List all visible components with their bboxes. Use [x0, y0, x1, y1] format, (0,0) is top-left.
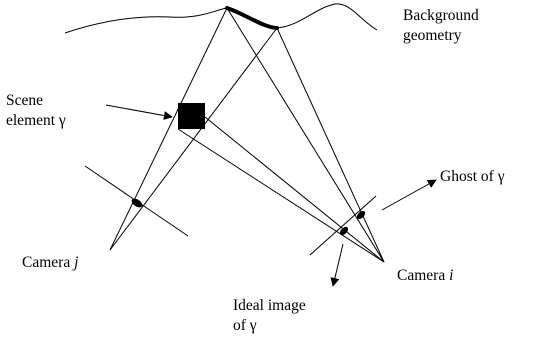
- scene-label-arrow: [105, 104, 173, 120]
- camera-i-ray-left: [226, 7, 385, 263]
- ideal-image-arrow: [330, 243, 344, 287]
- ideal-image-label: Ideal image of γ: [233, 297, 306, 334]
- visible-surface-patch: [225, 6, 279, 30]
- ghost-label: Ghost of γ: [440, 168, 505, 185]
- background-geometry-label: Background geometry: [403, 7, 479, 44]
- camera-i-ray-right: [276, 27, 385, 263]
- ghost-image-point: [356, 210, 366, 220]
- camera-i-ray-to-scene-top: [204, 116, 385, 263]
- camera-j-label: Camera j: [22, 254, 79, 271]
- camera-i-image-plane: [309, 195, 377, 256]
- camera-i-ray-to-scene-bottom: [177, 128, 385, 263]
- background-geometry-curve: [64, 3, 378, 34]
- camera-j-ray-left: [109, 7, 228, 251]
- camera-j-image-point: [131, 198, 143, 208]
- camera-i-label: Camera i: [397, 267, 454, 284]
- ghost-label-arrow: [381, 179, 437, 211]
- scene-element-square: [178, 103, 205, 129]
- scene-element-label: Scene element γ: [6, 92, 66, 129]
- ideal-image-point: [339, 226, 349, 236]
